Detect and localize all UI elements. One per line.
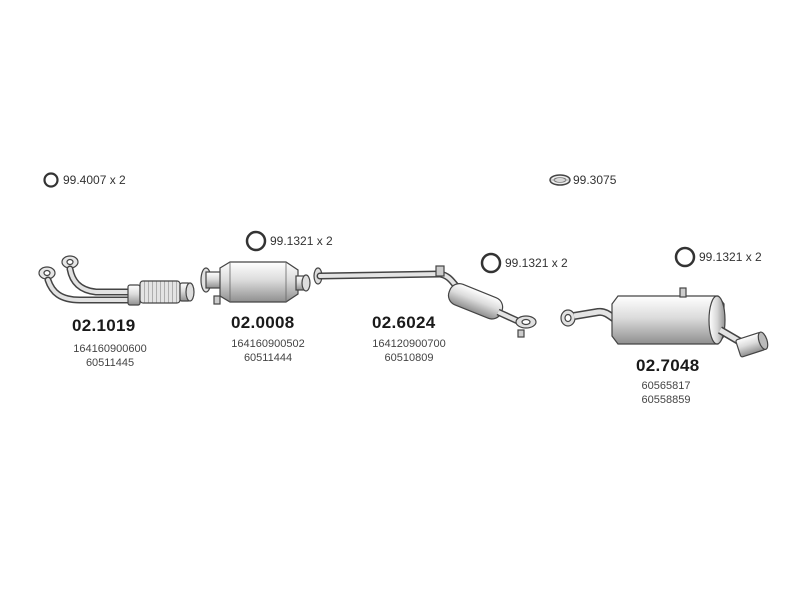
reference-number: 164120900700: [372, 338, 446, 350]
middle-silencer-drawing: [313, 265, 537, 338]
ring-gasket-icon: [480, 252, 502, 274]
reference-number: 60511445: [85, 357, 135, 369]
part-reference-list: 164120900700 60510809: [363, 337, 455, 365]
gasket-label: 99.1321 x 2: [270, 234, 333, 248]
ring-gasket-icon: [674, 246, 696, 268]
part-number: 02.0008: [231, 313, 295, 332]
part-reference-list: 164160900502 60511444: [222, 337, 314, 365]
part-reference-list: 60565817 60558859: [620, 379, 712, 407]
oval-gasket-icon: [549, 174, 571, 186]
catalytic-converter-drawing: [200, 261, 311, 305]
ring-gasket-icon: [43, 172, 59, 188]
reference-number: 60510809: [384, 352, 434, 364]
gasket-label: 99.3075: [573, 173, 617, 187]
part-reference-list: 164160900600 60511445: [64, 342, 156, 370]
part-number: 02.1019: [72, 316, 136, 335]
gasket-label: 99.1321 x 2: [505, 256, 568, 270]
part-number: 02.6024: [372, 313, 436, 332]
part-number: 02.7048: [636, 356, 700, 375]
gasket-label: 99.1321 x 2: [699, 250, 762, 264]
reference-number: 60565817: [641, 380, 691, 392]
gasket-label: 99.4007 x 2: [63, 173, 126, 187]
ring-gasket-icon: [245, 230, 267, 252]
front-pipe-drawing: [38, 255, 195, 306]
rear-silencer-drawing: [560, 287, 769, 358]
reference-number: 164160900600: [73, 343, 147, 355]
reference-number: 60558859: [641, 394, 691, 406]
reference-number: 164160900502: [231, 338, 305, 350]
reference-number: 60511444: [243, 352, 293, 364]
